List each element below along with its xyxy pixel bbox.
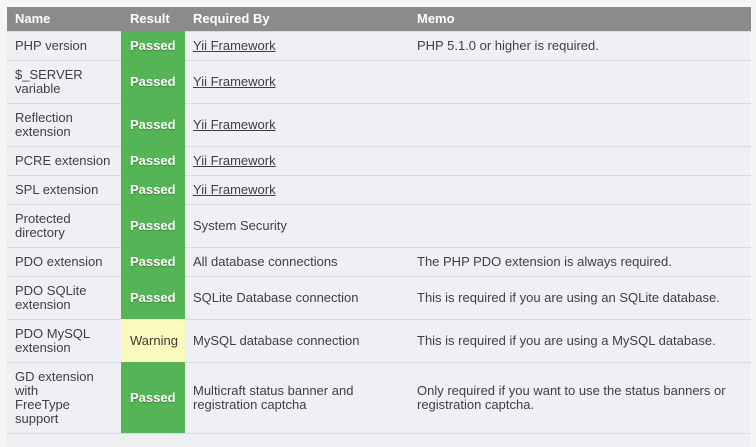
header-required-by: Required By [185, 7, 409, 32]
memo-cell [409, 103, 751, 147]
required-by-link[interactable]: Yii Framework [193, 153, 276, 168]
result-badge: Passed [121, 204, 185, 248]
required-by-link: System Security [193, 218, 287, 233]
requirement-name-cell: PDO extension [7, 247, 121, 277]
requirement-name-cell: PHP version [7, 31, 121, 61]
requirements-table: Name Result Required By Memo PHP version… [7, 7, 751, 447]
required-by-cell: MySQL database connection [185, 319, 409, 363]
memo-cell [409, 146, 751, 176]
requirement-name-cell: PDO MySQL extension [7, 319, 121, 363]
table-row: Protected directory Passed System Securi… [7, 204, 751, 248]
required-by-cell: Yii Framework [185, 103, 409, 147]
requirements-page: Name Result Required By Memo PHP version… [7, 7, 751, 447]
result-badge: Passed [121, 103, 185, 147]
required-by-cell: Yii Framework [185, 146, 409, 176]
required-by-link[interactable]: Yii Framework [193, 38, 276, 53]
required-by-cell: Yii Framework [185, 31, 409, 61]
header-name: Name [7, 7, 121, 32]
empty-cell [185, 433, 409, 447]
table-row: PHP version Passed Yii Framework PHP 5.1… [7, 31, 751, 61]
memo-cell [409, 60, 751, 104]
requirement-name-cell: PDO SQLite extension [7, 276, 121, 320]
result-badge: Passed [121, 60, 185, 104]
header-memo: Memo [409, 7, 751, 32]
required-by-link: SQLite Database connection [193, 290, 359, 305]
required-by-link: MySQL database connection [193, 333, 360, 348]
table-row: SPL extension Passed Yii Framework [7, 175, 751, 205]
requirement-name-cell: SPL extension [7, 175, 121, 205]
table-row: PDO MySQL extension Warning MySQL databa… [7, 319, 751, 363]
empty-cell [121, 433, 185, 447]
result-badge: Passed [121, 276, 185, 320]
empty-cell [7, 433, 121, 447]
requirement-name-cell: GD extension with FreeType support [7, 362, 121, 434]
requirement-name-cell: PCRE extension [7, 146, 121, 176]
result-badge: Passed [121, 146, 185, 176]
result-badge: Passed [121, 247, 185, 277]
memo-cell: The PHP PDO extension is always required… [409, 247, 751, 277]
required-by-link[interactable]: Yii Framework [193, 117, 276, 132]
result-badge: Passed [121, 175, 185, 205]
memo-cell: This is required if you are using an SQL… [409, 276, 751, 320]
required-by-cell: All database connections [185, 247, 409, 277]
required-by-link: All database connections [193, 254, 338, 269]
table-body: PHP version Passed Yii Framework PHP 5.1… [7, 31, 751, 447]
partial-table-row [7, 433, 751, 447]
header-row: Name Result Required By Memo [7, 7, 751, 32]
table-header: Name Result Required By Memo [7, 7, 751, 32]
required-by-cell: Multicraft status banner and registratio… [185, 362, 409, 434]
required-by-cell: Yii Framework [185, 175, 409, 205]
required-by-link[interactable]: Yii Framework [193, 182, 276, 197]
required-by-cell: SQLite Database connection [185, 276, 409, 320]
header-result: Result [121, 7, 185, 32]
required-by-link[interactable]: Yii Framework [193, 74, 276, 89]
table-row: PCRE extension Passed Yii Framework [7, 146, 751, 176]
table-row: PDO SQLite extension Passed SQLite Datab… [7, 276, 751, 320]
memo-cell: Only required if you want to use the sta… [409, 362, 751, 434]
memo-cell: This is required if you are using a MySQ… [409, 319, 751, 363]
requirement-name-cell: Protected directory [7, 204, 121, 248]
memo-cell [409, 204, 751, 248]
result-badge: Warning [121, 319, 185, 363]
table-row: PDO extension Passed All database connec… [7, 247, 751, 277]
required-by-cell: System Security [185, 204, 409, 248]
table-row: Reflection extension Passed Yii Framewor… [7, 103, 751, 147]
memo-cell: PHP 5.1.0 or higher is required. [409, 31, 751, 61]
empty-cell [409, 433, 751, 447]
requirement-name-cell: Reflection extension [7, 103, 121, 147]
table-row: $_SERVER variable Passed Yii Framework [7, 60, 751, 104]
result-badge: Passed [121, 362, 185, 434]
required-by-link: Multicraft status banner and registratio… [193, 383, 354, 412]
memo-cell [409, 175, 751, 205]
required-by-cell: Yii Framework [185, 60, 409, 104]
table-row: GD extension with FreeType support Passe… [7, 362, 751, 434]
result-badge: Passed [121, 31, 185, 61]
requirement-name-cell: $_SERVER variable [7, 60, 121, 104]
